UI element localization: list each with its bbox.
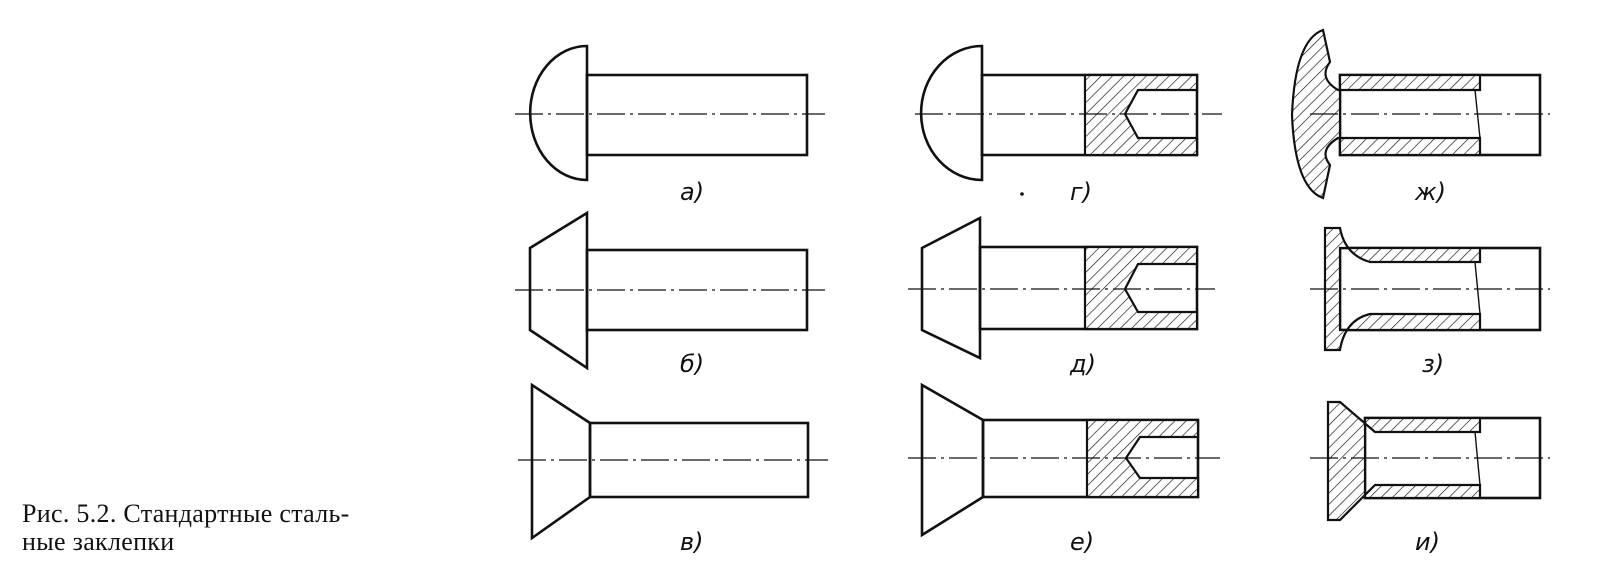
rivet-a-round-head <box>515 44 825 182</box>
speck-dot <box>1020 192 1024 196</box>
rivet-i-tubular-countersunk <box>1310 400 1550 522</box>
caption-line-1: Рис. 5.2. Стандартные сталь- <box>22 499 350 528</box>
label-d: д) <box>1069 350 1096 378</box>
rivet-g-round-head-semitubular <box>915 44 1222 182</box>
label-zh: ж) <box>1414 178 1446 206</box>
figure-caption: Рис. 5.2. Стандартные сталь- ные заклепк… <box>22 500 492 556</box>
label-i: и) <box>1415 528 1440 556</box>
rivet-d-cone-head-semitubular <box>908 215 1215 361</box>
label-z: з) <box>1422 350 1444 378</box>
caption-line-2: ные заклепки <box>22 527 175 556</box>
rivet-v-countersunk-head <box>518 382 828 541</box>
label-b: б) <box>680 350 704 378</box>
label-v: в) <box>680 528 704 556</box>
label-e: е) <box>1070 528 1094 556</box>
label-a: а) <box>680 178 704 206</box>
rivet-z-tubular-flared-head <box>1310 226 1550 352</box>
rivet-b-cone-head <box>515 210 825 371</box>
rivet-e-countersunk-semitubular <box>908 382 1220 538</box>
rivet-zh-tubular-round-head <box>1290 28 1550 200</box>
label-g: г) <box>1070 178 1092 206</box>
